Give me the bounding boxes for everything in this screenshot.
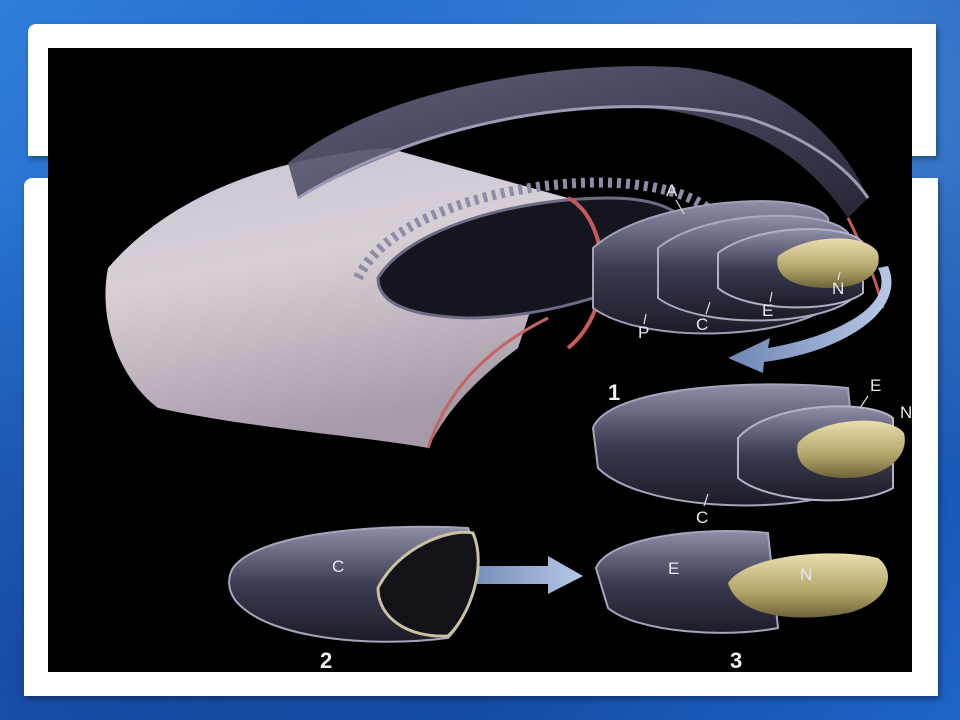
stage-2-labels: C 2 (320, 557, 344, 672)
stage-3-number: 3 (730, 648, 742, 672)
lens-layers-main (592, 200, 879, 335)
stage-1-number: 1 (608, 380, 620, 405)
stage-1-label-e: E (870, 376, 881, 395)
eye-lens-illustration: A P C E N 1 E N C C 2 E N 3 (48, 48, 912, 672)
stage-3-label-e: E (668, 559, 679, 578)
arrow-stage-2-to-3 (458, 556, 583, 594)
stage-2-label-c: C (332, 557, 344, 576)
stage-1-lens (591, 383, 905, 507)
label-c: C (696, 315, 708, 334)
label-a: A (666, 181, 678, 200)
label-e: E (762, 301, 773, 320)
main-labels: A P C E N (638, 181, 844, 342)
stage-3-label-n: N (800, 565, 812, 584)
stage-2-number: 2 (320, 648, 332, 672)
label-p: P (638, 323, 649, 342)
label-n: N (832, 279, 844, 298)
stage-2-lens (228, 525, 480, 643)
arrow-to-stage-1 (728, 266, 892, 373)
lens-diagram: A P C E N 1 E N C C 2 E N 3 (105, 66, 912, 672)
stage-3-lens (594, 530, 888, 634)
stage-1-label-n: N (900, 403, 912, 422)
stage-1-labels: 1 E N C (608, 376, 912, 527)
stage-1-label-c: C (696, 508, 708, 527)
stage-3-labels: E N 3 (668, 559, 812, 672)
